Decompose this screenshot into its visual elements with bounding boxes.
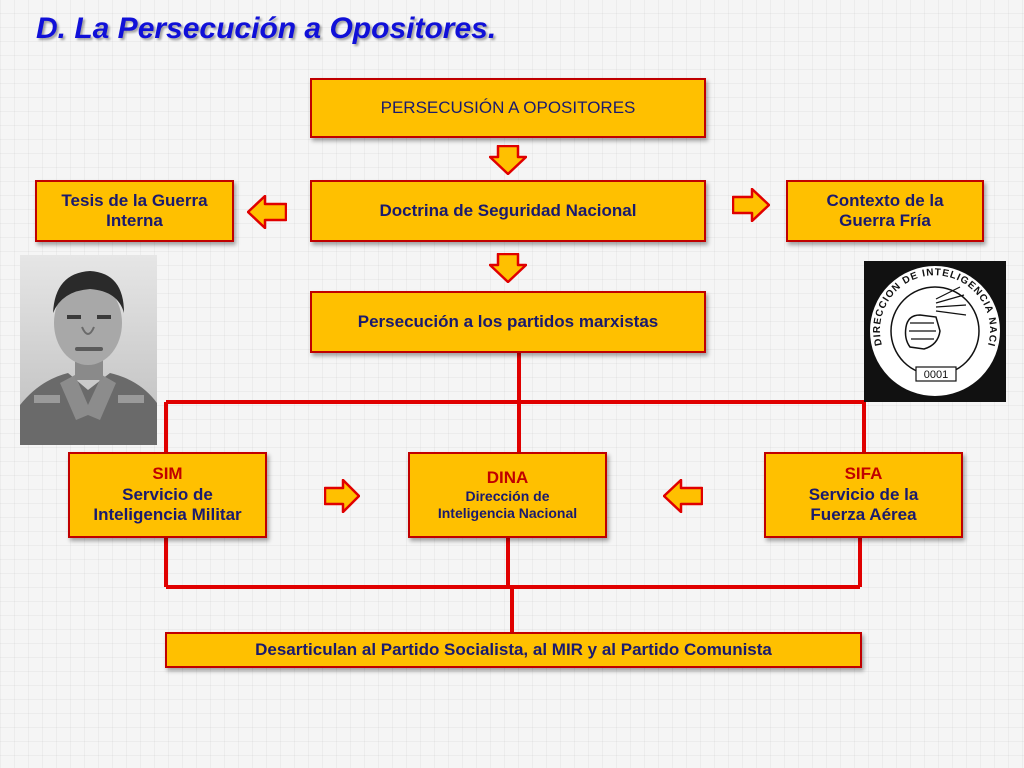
- block-arrow-down-icon: [489, 145, 527, 175]
- sim-box: SIM Servicio de Inteligencia Militar: [68, 452, 267, 538]
- sifa-line1: Servicio de la: [808, 484, 919, 504]
- box-label: Doctrina de Seguridad Nacional: [379, 200, 637, 220]
- box-label-line2: Guerra Fría: [839, 211, 931, 230]
- block-arrow-down-icon: [489, 253, 527, 283]
- sim-acronym: SIM: [152, 464, 183, 484]
- persecucion-partidos-box: Persecución a los partidos marxistas: [310, 291, 706, 353]
- box-label: Desarticulan al Partido Socialista, al M…: [255, 639, 772, 659]
- portrait-photo: [20, 255, 157, 445]
- block-arrow-left-icon: [663, 479, 703, 513]
- block-arrow-left-icon: [247, 195, 287, 229]
- dina-acronym: DINA: [486, 468, 529, 487]
- persecucion-opositores-box: PERSECUSIÓN A OPOSITORES: [310, 78, 706, 138]
- contexto-box: Contexto de la Guerra Fría: [786, 180, 984, 242]
- sim-line2: Inteligencia Militar: [93, 505, 242, 525]
- box-label-line1: Tesis de la Guerra: [61, 190, 208, 210]
- desarticulan-box: Desarticulan al Partido Socialista, al M…: [165, 632, 862, 668]
- slide-title: D. La Persecución a Opositores.: [36, 12, 497, 45]
- sifa-box: SIFA Servicio de la Fuerza Aérea: [764, 452, 963, 538]
- block-arrow-right-icon: [732, 188, 770, 222]
- dina-box: DINA Dirección de Inteligencia Nacional: [408, 452, 607, 538]
- box-label: PERSECUSIÓN A OPOSITORES: [380, 97, 636, 117]
- sifa-acronym: SIFA: [844, 464, 883, 484]
- dina-line1: Dirección de: [465, 488, 550, 505]
- doctrina-box: Doctrina de Seguridad Nacional: [310, 180, 706, 242]
- tesis-box: Tesis de la Guerra Interna: [35, 180, 234, 242]
- block-arrow-right-icon: [324, 479, 360, 513]
- dina-seal-emblem: DIRECCION DE INTELIGENCIA NACIONAL 0001: [864, 261, 1006, 402]
- dina-line2: Inteligencia Nacional: [437, 505, 578, 522]
- box-label-line2: Interna: [106, 211, 163, 230]
- box-label-line1: Contexto de la: [826, 190, 944, 210]
- box-label: Persecución a los partidos marxistas: [357, 311, 659, 331]
- sim-line1: Servicio de: [122, 484, 213, 504]
- seal-number: 0001: [924, 369, 948, 381]
- sifa-line2: Fuerza Aérea: [810, 505, 917, 525]
